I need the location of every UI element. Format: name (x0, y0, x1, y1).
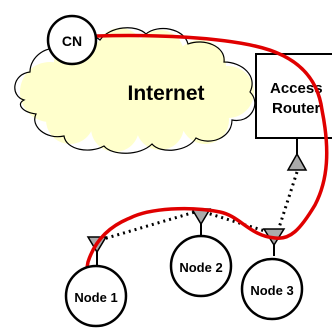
node2-antenna-icon (190, 208, 212, 238)
node-3-label: Node 3 (250, 283, 293, 298)
internet-label: Internet (127, 82, 204, 105)
node-1: Node 1 (64, 264, 128, 328)
router-antenna-icon (286, 138, 308, 171)
node-2: Node 2 (169, 234, 233, 298)
correspondent-node: CN (46, 14, 98, 66)
node3-antenna-icon (262, 228, 286, 256)
access-router-label-line2: Router (272, 100, 320, 117)
node-1-label: Node 1 (74, 290, 117, 305)
link-node1-node2 (99, 210, 196, 242)
access-router-label-line1: Access (270, 80, 323, 97)
link-router-node3 (275, 171, 299, 235)
link-node2-node3 (203, 210, 269, 234)
wireless-links (99, 171, 299, 242)
node-2-label: Node 2 (179, 260, 222, 275)
route-path (85, 33, 329, 298)
internet-cloud: Internet (14, 27, 256, 154)
node-3: Node 3 (240, 257, 304, 321)
cn-label: CN (62, 33, 82, 49)
